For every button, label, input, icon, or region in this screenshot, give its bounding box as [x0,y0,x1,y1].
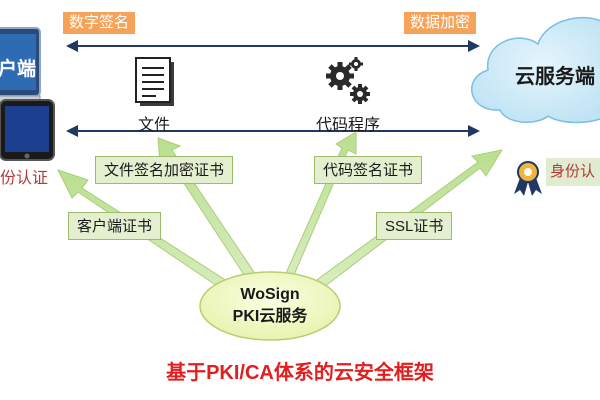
data-encryption-label: 数据加密 [404,12,477,34]
hub-line-1: WoSign [240,286,300,303]
code-sign-cert: 代码签名证书 [314,156,423,184]
gears-icon [326,57,370,104]
hub-ellipse [199,271,341,341]
ssl-cert: SSL证书 [376,212,453,240]
document-icon [135,57,174,106]
client-auth-label: 份认证 [0,170,49,187]
file-sign-encrypt-cert: 文件签名加密证书 [95,156,234,184]
cloud-server [471,17,600,124]
hub-title: WoSign PKI云服务 [200,284,340,328]
cloud-auth-label: 身份认 [546,158,600,186]
certificate-ribbon-icon [514,161,542,196]
client-screen-text: 户端 [0,59,37,80]
client-device [0,27,55,161]
code-program-label: 代码程序 [316,117,381,134]
middle-transfer-arrow [66,125,480,137]
cloud-title: 云服务端 [515,66,595,88]
digital-signature-label: 数字签名 [63,12,136,34]
footer-title: 基于PKI/CA体系的云安全框架 [166,362,434,384]
client-cert: 客户端证书 [68,212,162,240]
hub-line-2: PKI云服务 [232,308,308,325]
top-encryption-arrow [66,40,480,52]
document-label: 文件 [138,117,171,134]
